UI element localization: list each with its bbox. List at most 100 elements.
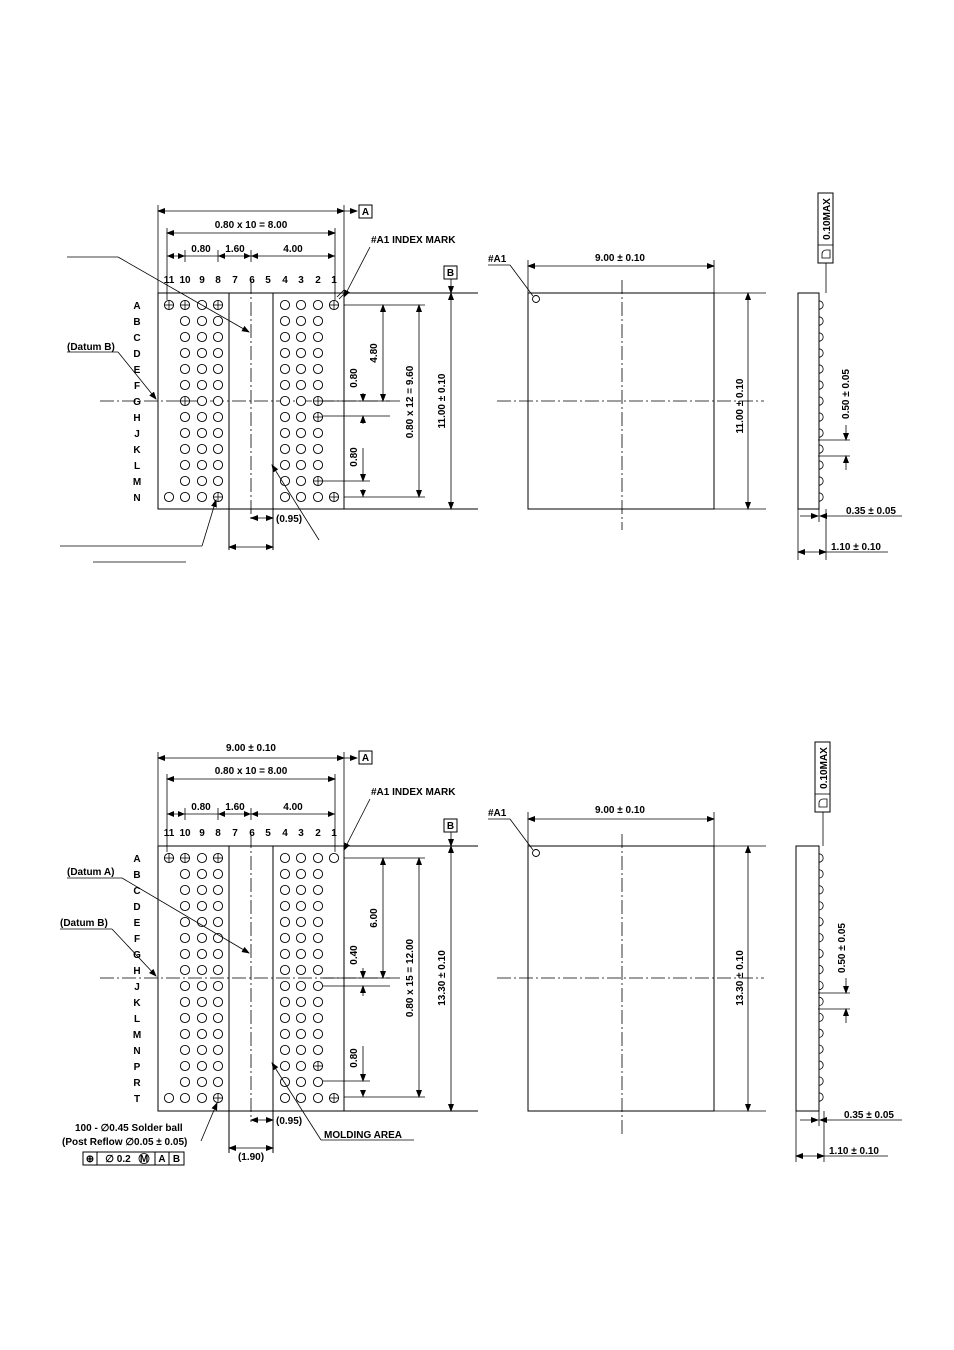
solder-ball <box>212 315 224 327</box>
dim-095: (0.95) <box>276 1116 302 1127</box>
total-height: 1.10 ± 0.10 <box>829 1146 879 1157</box>
solder-ball <box>179 1012 191 1024</box>
solder-ball <box>295 315 307 327</box>
solder-ball <box>295 996 307 1008</box>
flatness: 0.10MAX <box>819 747 830 789</box>
solder-ball <box>295 1044 307 1056</box>
datum-a-label: (Datum A) <box>67 867 114 878</box>
solder-ball <box>212 996 224 1008</box>
row-label: R <box>133 1078 141 1089</box>
solder-ball <box>196 331 208 343</box>
row-label: E <box>134 918 141 929</box>
row-label: F <box>134 381 140 392</box>
flatness-box <box>817 192 834 264</box>
column-label: 6 <box>249 828 255 839</box>
solder-ball <box>179 1060 191 1072</box>
row-label: M <box>133 1030 141 1041</box>
solder-ball <box>212 1012 224 1024</box>
dim-rows: 0.80 x 15 = 12.00 <box>405 938 416 1017</box>
row-label: H <box>133 413 140 424</box>
solder-ball <box>196 411 208 423</box>
standoff: 0.35 ± 0.05 <box>844 1110 894 1121</box>
side-bump <box>818 996 824 1006</box>
solder-ball <box>196 948 208 960</box>
solder-ball <box>295 427 307 439</box>
dim-080-a: 0.80 <box>349 368 360 388</box>
top-height: 11.00 ± 0.10 <box>735 378 746 433</box>
solder-ball <box>312 1044 324 1056</box>
row-label: K <box>133 998 141 1009</box>
datum-a-box <box>358 750 373 765</box>
solder-ball <box>295 363 307 375</box>
fcf-datum-a: A <box>158 1154 165 1165</box>
solder-ball <box>212 1076 224 1088</box>
datum-a-letter: A <box>362 207 369 218</box>
side-bump <box>818 933 824 943</box>
solder-ball <box>312 884 324 896</box>
solder-ball <box>328 852 340 864</box>
column-label: 9 <box>199 275 205 286</box>
solder-ball <box>279 411 291 423</box>
solder-ball <box>196 932 208 944</box>
dim-height: 13.30 ± 0.10 <box>437 950 448 1006</box>
solder-ball <box>212 331 224 343</box>
solder-post-reflow: (Post Reflow ∅0.05 ± 0.05) <box>62 1137 187 1148</box>
row-label: B <box>133 317 140 328</box>
solder-ball <box>179 916 191 928</box>
width-dim: 9.00 ± 0.10 <box>226 743 276 754</box>
side-body <box>797 292 820 510</box>
ball-height: 0.50 ± 0.05 <box>841 369 852 419</box>
row-label: E <box>134 365 141 376</box>
solder-ball <box>312 427 324 439</box>
solder-ball <box>212 379 224 391</box>
side-bump <box>818 1060 824 1070</box>
column-label: 6 <box>249 275 255 286</box>
pitch-total-dim: 0.80 x 10 = 8.00 <box>215 766 288 777</box>
solder-ball <box>279 1012 291 1024</box>
solder-ball <box>279 315 291 327</box>
solder-ball <box>312 916 324 928</box>
side-bump <box>818 300 824 310</box>
solder-ball <box>196 1092 208 1104</box>
solder-ball <box>279 459 291 471</box>
solder-ball <box>295 475 307 487</box>
solder-ball <box>196 395 208 407</box>
solder-ball <box>295 868 307 880</box>
side-bump <box>818 1012 824 1022</box>
solder-ball <box>163 491 175 503</box>
total-height: 1.10 ± 0.10 <box>831 542 881 553</box>
solder-ball <box>295 331 307 343</box>
row-label: L <box>134 461 140 472</box>
solder-ball <box>212 475 224 487</box>
solder-ball <box>295 852 307 864</box>
solder-ball <box>312 363 324 375</box>
dim-480: 4.80 <box>369 343 380 363</box>
solder-ball <box>279 980 291 992</box>
solder-ball <box>279 884 291 896</box>
side-bump <box>818 332 824 342</box>
column-label: 4 <box>282 275 288 286</box>
solder-ball <box>312 1028 324 1040</box>
column-label: 5 <box>265 828 271 839</box>
side-bump <box>818 1092 824 1102</box>
solder-ball <box>279 347 291 359</box>
column-label: 11 <box>164 828 175 839</box>
column-label: 1 <box>331 828 337 839</box>
row-label: G <box>133 397 141 408</box>
index-mark-label: #A1 INDEX MARK <box>371 787 456 798</box>
half-dim: 4.00 <box>283 244 303 255</box>
datum-b-label: (Datum B) <box>67 342 115 353</box>
solder-ball <box>212 868 224 880</box>
solder-ball <box>312 948 324 960</box>
row-label: N <box>133 493 140 504</box>
column-label: 7 <box>232 828 238 839</box>
column-label: 3 <box>298 828 304 839</box>
solder-ball <box>179 964 191 976</box>
dim-040: 0.40 <box>349 945 360 965</box>
solder-ball <box>179 884 191 896</box>
solder-ball <box>179 1076 191 1088</box>
a1-label: #A1 <box>488 808 507 819</box>
